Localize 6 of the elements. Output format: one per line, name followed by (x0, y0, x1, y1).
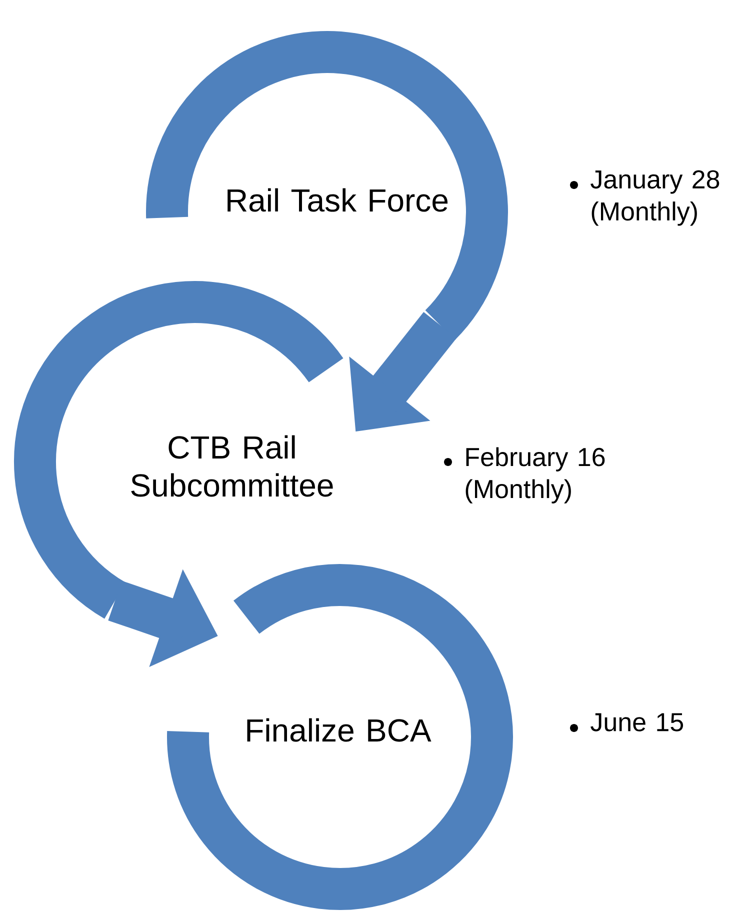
circular-band: Rail Task Force (146, 31, 508, 340)
circular-band: CTB Rail Subcommittee (14, 281, 342, 618)
circular-band: Finalize BCA (167, 564, 513, 910)
bullet-text: January 28 (Monthly) (570, 170, 720, 226)
bullet-text: February 16 (Monthly) (444, 447, 605, 504)
bullet-text: June 15 (570, 713, 684, 732)
